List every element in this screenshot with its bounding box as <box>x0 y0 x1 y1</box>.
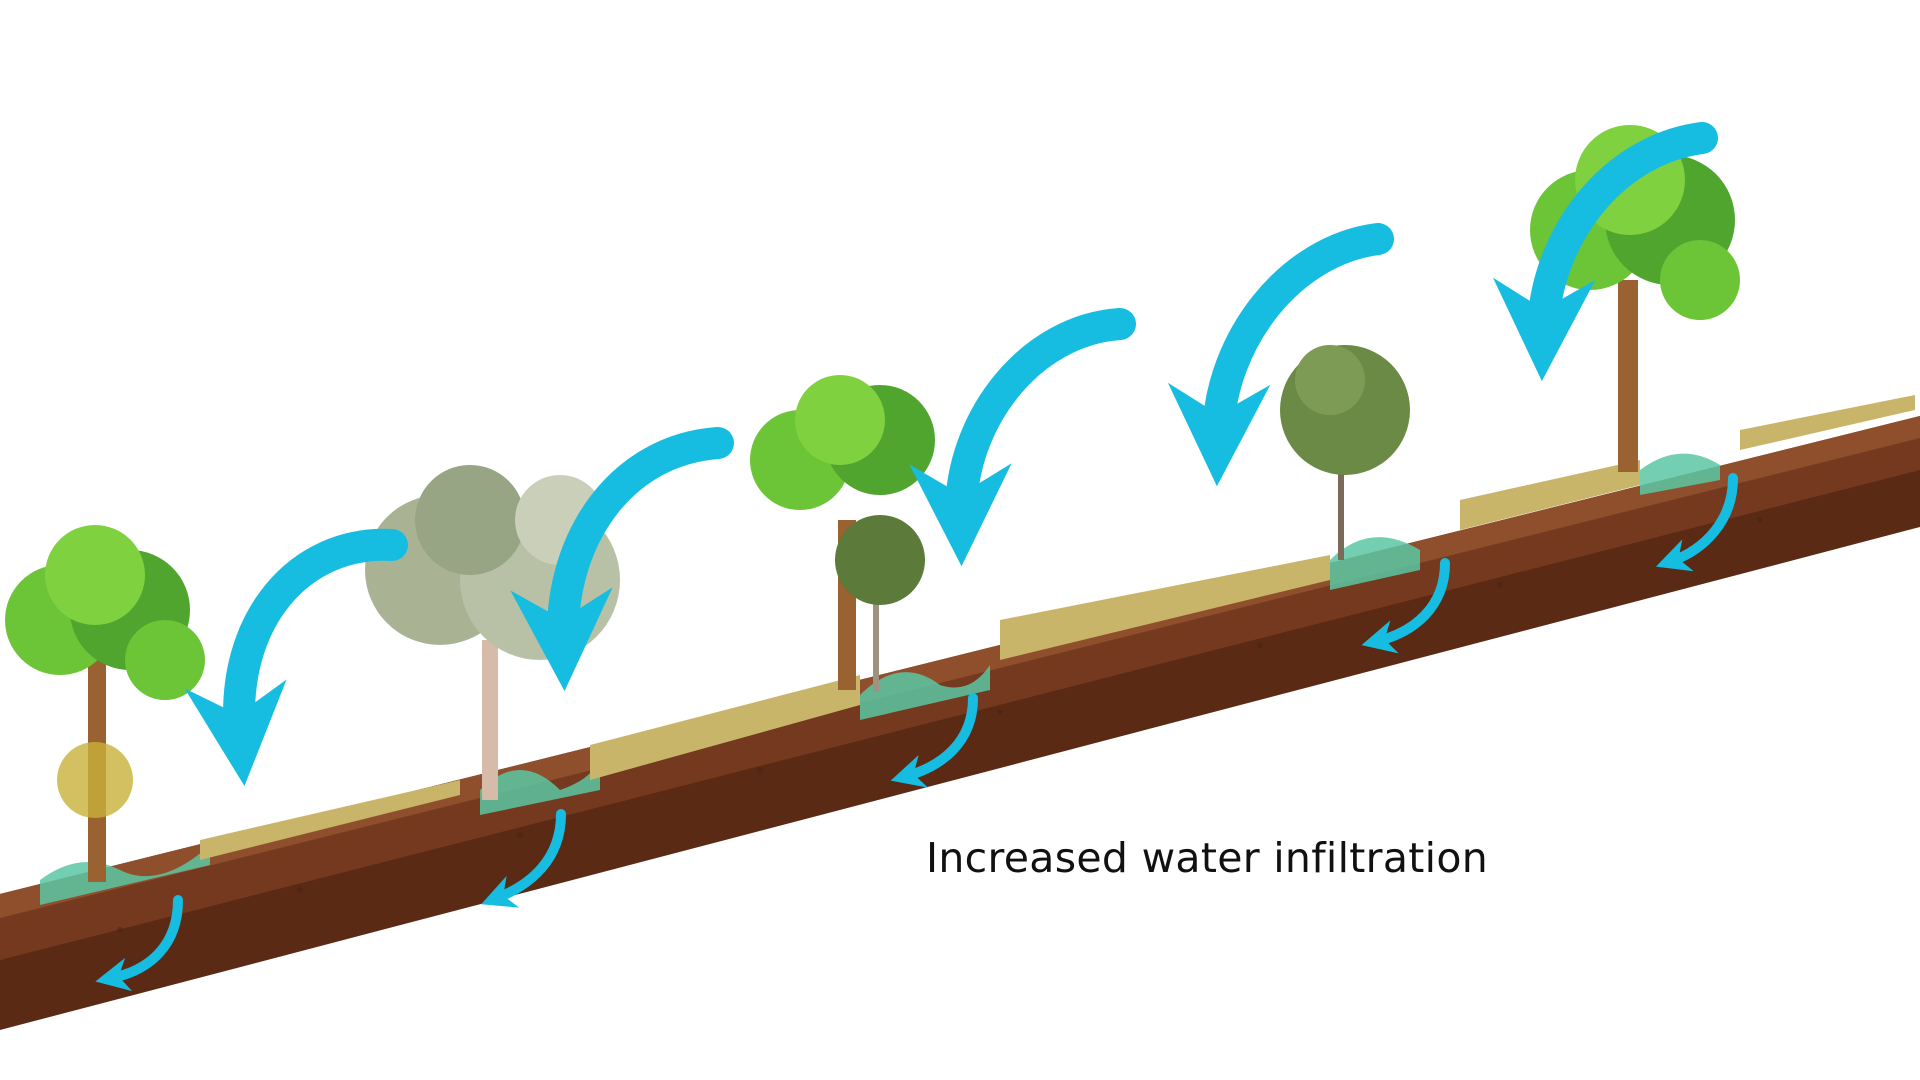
tree-1 <box>5 525 205 882</box>
groundcover <box>40 453 1720 905</box>
infiltration-arrow-icon <box>1361 558 1450 654</box>
rain-arrow-icon <box>510 427 734 692</box>
infiltration-arrow-icon <box>890 693 978 788</box>
rain-arrow-icon <box>1167 223 1394 487</box>
caption-label: Increased water infiltration <box>926 834 1488 882</box>
rain-arrow-icon <box>909 308 1136 567</box>
infiltration-arrows <box>95 473 1738 992</box>
infiltration-arrow-icon <box>481 809 566 908</box>
tree-3 <box>750 375 935 692</box>
dry-grass <box>200 395 1915 860</box>
infiltration-arrow-icon <box>1655 473 1738 572</box>
tree-olive <box>1280 345 1410 560</box>
rain-arrow-icon <box>1492 122 1718 382</box>
rain-arrows <box>184 122 1718 787</box>
rain-arrow-icon <box>184 528 408 787</box>
infiltration-arrow-icon <box>95 895 183 992</box>
